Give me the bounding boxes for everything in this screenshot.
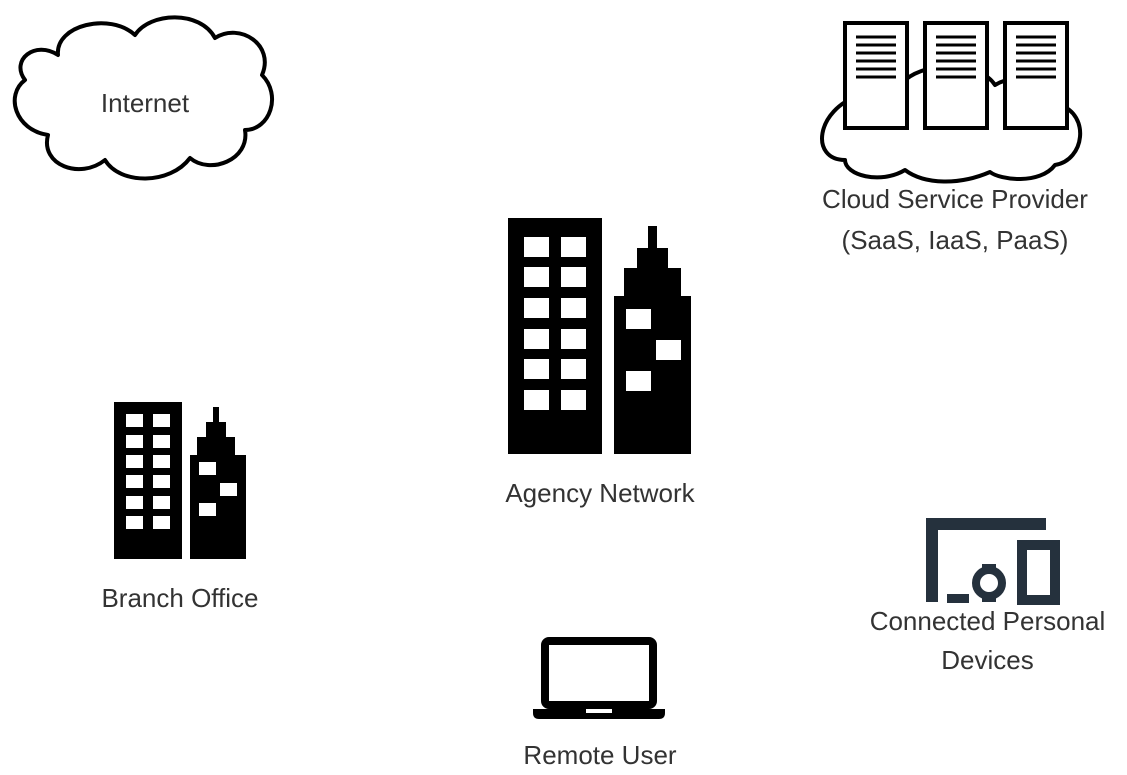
internet-label: Internet <box>100 88 190 118</box>
building-icon <box>508 218 691 454</box>
agency-network-label: Agency Network <box>505 478 695 508</box>
devices-icon <box>926 518 1060 605</box>
remote-user-label: Remote User <box>523 740 677 770</box>
cloud-icon <box>12 15 274 181</box>
cloud-server-icon <box>820 21 1083 184</box>
building-icon <box>114 402 246 559</box>
laptop-icon <box>533 637 665 719</box>
cloud-service-provider-label-line1: Cloud Service Provider <box>822 184 1088 214</box>
branch-office-label: Branch Office <box>101 583 259 613</box>
cloud-service-provider-label-line2: (SaaS, IaaS, PaaS) <box>841 225 1069 255</box>
connected-personal-devices-label-line1: Connected Personal <box>869 606 1106 636</box>
connected-personal-devices-label-line2: Devices <box>941 645 1034 675</box>
